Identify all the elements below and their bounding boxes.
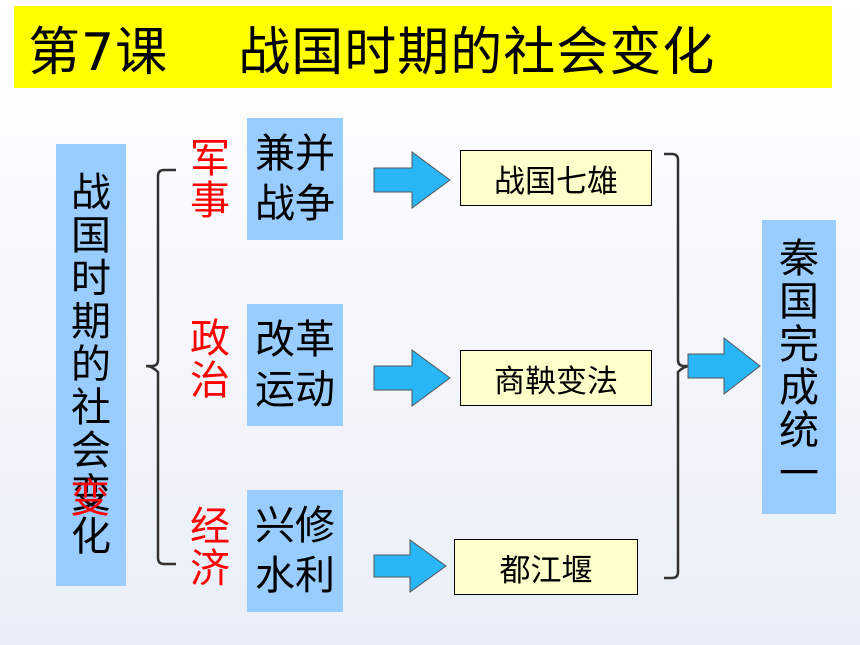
arrow-politics [373,349,451,407]
title-banner: 第7课 战国时期的社会变化 [14,6,832,88]
box-military: 兼并战争 [247,118,343,240]
box-economy: 兴修水利 [247,490,343,612]
overlay-red-char: 变 [70,476,110,522]
right-brace [664,152,691,580]
result-military-text: 战国七雄 [494,163,618,200]
left-brace [145,168,176,566]
category-label-politics: 政治 [190,316,230,404]
left-topic-box: 战国时期的社会变化 [56,144,126,586]
box-politics-text: 改革运动 [255,317,335,413]
box-economy-text: 兴修水利 [255,503,335,599]
arrow-military [373,151,451,209]
outcome-box: 秦国完成统一 [762,220,836,514]
box-military-text: 兼并战争 [255,131,335,227]
result-politics: 商鞅变法 [460,350,652,406]
arrow-economy [373,539,447,593]
slide-title: 第7课 战国时期的社会变化 [28,22,716,83]
result-economy: 都江堰 [454,539,638,595]
outcome-label: 秦国完成统一 [779,236,819,497]
category-label-economy: 经济 [190,504,230,592]
arrow-outcome [687,336,761,396]
box-politics: 改革运动 [247,304,343,426]
left-topic-label: 战国时期的社会变化 [71,169,111,560]
category-label-military: 军事 [190,136,230,224]
result-military: 战国七雄 [460,150,652,206]
result-politics-text: 商鞅变法 [494,363,618,400]
result-economy-text: 都江堰 [499,552,593,589]
